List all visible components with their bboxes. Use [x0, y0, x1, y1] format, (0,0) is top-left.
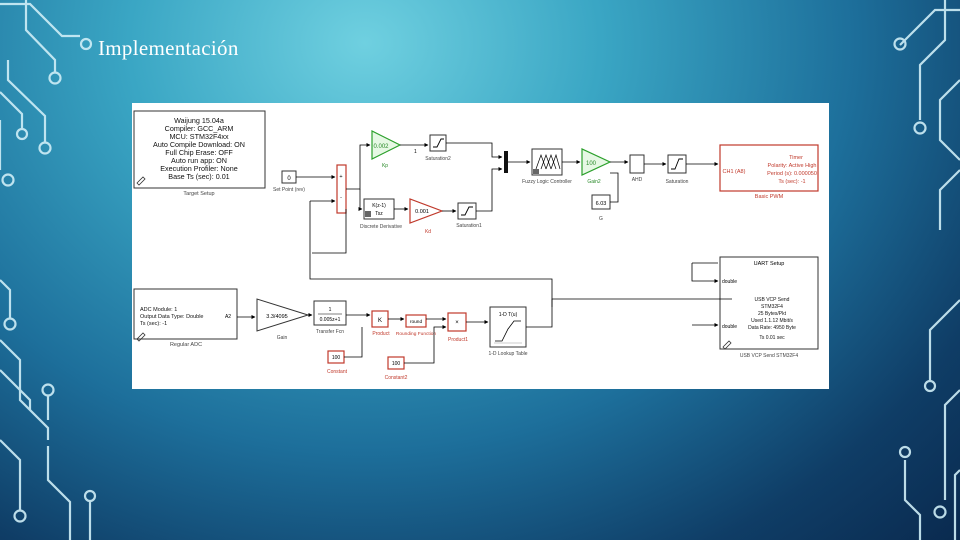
uart-port-2: double [722, 324, 737, 330]
target-setup-block[interactable]: Waijung 15.04a Compiler: GCC_ARM MCU: ST… [133, 110, 266, 189]
setpoint-caption: Set Point (rev) [273, 187, 305, 193]
product-value: K [378, 318, 382, 324]
setpoint-value: 0 [287, 176, 291, 182]
display-caption: G [599, 216, 603, 222]
adc-port: A2 [225, 314, 231, 320]
rounding-caption: Rounding Function [396, 331, 437, 337]
basic-pwm-block[interactable]: CH1 (A8) Timer Polarity: Active High Per… [719, 144, 819, 192]
simulink-model-screenshot: Waijung 15.04a Compiler: GCC_ARM MCU: ST… [132, 103, 829, 389]
saturation2-caption: Saturation2 [425, 156, 451, 162]
kd-caption: Kd [425, 229, 431, 235]
adc-gain-value: 3.3/4095 [266, 314, 287, 320]
product-caption: Product [372, 331, 390, 337]
kp-caption: Kp [382, 163, 388, 169]
deriv-line2: Tsz [375, 211, 383, 217]
product1-block[interactable]: × [447, 312, 467, 332]
info-line-1: Waijung 15.04a [174, 116, 224, 125]
pwm-line-3: Period (s): 0.000050 [767, 171, 817, 177]
info-line-6: Auto run app: ON [171, 156, 227, 165]
kp-value: 0.002 [373, 144, 389, 150]
kd-value: 0.001 [415, 209, 429, 215]
ahd-caption: AHD [632, 177, 643, 183]
slide-title: Implementación [98, 36, 239, 60]
gain2-value: 100 [586, 161, 597, 167]
constant-caption: Constant [327, 369, 348, 375]
gain2-block[interactable]: 100 [581, 148, 612, 176]
target-setup-caption: Target Setup [183, 191, 214, 197]
adc-line-3: Ts (sec): -1 [140, 321, 167, 327]
lookup-title: 1-D T(u) [499, 312, 518, 318]
gain2-caption: Gain2 [587, 179, 601, 185]
tf-den: 0.005z+1 [320, 317, 341, 323]
pencil-icon [136, 176, 146, 186]
sum-sign-minus: - [340, 195, 342, 201]
lookup-caption: 1-D Lookup Table [488, 351, 527, 357]
display-value: 6.03 [596, 201, 607, 207]
pwm-line-2: Polarity: Active High [768, 163, 817, 169]
adc-line-2: Output Data Type: Double [140, 314, 204, 320]
adc-caption: Regular ADC [170, 342, 202, 348]
uart-line-2: STM32F4 [761, 304, 783, 310]
info-line-2: Compiler: GCC_ARM [165, 124, 234, 133]
regular-adc-block[interactable]: ADC Module: 1 Output Data Type: Double T… [133, 288, 238, 342]
pwm-line-1: Timer [789, 155, 803, 161]
uart-setup-block[interactable]: UART Setup double double USB VCP Send ST… [719, 256, 819, 350]
uart-line-4: Used 1.1.12 Mbit/s [751, 318, 793, 324]
uart-line-6: Ts 0.01 sec [759, 335, 785, 341]
kp-gain-block[interactable]: 0.002 [371, 130, 402, 160]
constant2-caption: Constant2 [385, 375, 408, 381]
pwm-port: CH1 (A8) [723, 169, 746, 175]
tf-caption: Transfer Fcn [316, 329, 344, 335]
constant2-value: 100 [392, 361, 401, 367]
adc-gain-caption: Gain [277, 335, 288, 341]
transfer-fcn-block[interactable]: 1 0.005z+1 [313, 300, 347, 326]
rounding-block[interactable]: round [405, 314, 427, 328]
fuzzy-caption: Fuzzy Logic Controller [522, 179, 572, 185]
pencil-icon [136, 332, 146, 342]
info-line-4: Auto Compile Download: ON [153, 140, 245, 149]
constant-value: 100 [332, 355, 341, 361]
pwm-caption: Basic PWM [755, 194, 784, 200]
uart-caption: USB VCP Send STM32F4 [740, 353, 798, 359]
mux-block[interactable] [504, 151, 508, 173]
saturation-block[interactable] [667, 154, 687, 174]
saturation2-block[interactable] [429, 134, 447, 152]
info-line-5: Full Chip Erase: OFF [165, 148, 233, 157]
info-line-8: Base Ts (sec): 0.01 [168, 172, 229, 181]
lookup-table-block[interactable]: 1-D T(u) [489, 306, 527, 348]
fuzzy-logic-block[interactable] [531, 148, 563, 176]
deriv-line1: K(z-1) [372, 203, 386, 209]
pencil-icon [722, 340, 732, 350]
rounding-value: round [410, 319, 423, 325]
saturation1-caption: Saturation1 [456, 223, 482, 229]
constant2-block[interactable]: 100 [387, 356, 405, 370]
display-block[interactable]: 6.03 [591, 194, 611, 210]
product-block[interactable]: K [371, 310, 389, 328]
info-line-3: MCU: STM32F4xx [169, 132, 229, 141]
uart-line-1: USB VCP Send [755, 297, 790, 303]
svg-text:×: × [455, 320, 459, 326]
saturation1-block[interactable] [457, 202, 477, 220]
uart-line-3: 25 Bytes/Pkt [758, 311, 787, 317]
discrete-derivative-block[interactable]: K(z-1) Tsz [363, 198, 395, 220]
uart-title: UART Setup [754, 261, 785, 267]
inport-label: 1 [414, 149, 417, 155]
setpoint-constant-block[interactable]: 0 [281, 170, 297, 184]
info-line-7: Execution Profiler: None [160, 164, 238, 173]
sum-block[interactable]: + - [336, 164, 347, 214]
uart-line-5: Data Rate: 4950 Byte [748, 325, 796, 331]
tf-num: 1 [329, 307, 332, 313]
sum-sign-plus: + [339, 174, 342, 180]
product1-caption: Product1 [448, 337, 468, 343]
ahd-block[interactable] [629, 154, 645, 174]
kd-gain-block[interactable]: 0.001 [409, 198, 444, 224]
pwm-line-4: Ts (sec): -1 [778, 179, 805, 185]
deriv-caption: Discrete Derivative [360, 224, 402, 230]
uart-port-1: double [722, 279, 737, 285]
saturation-caption: Saturation [666, 179, 689, 185]
constant-block[interactable]: 100 [327, 350, 345, 364]
adc-gain-block[interactable]: 3.3/4095 [256, 298, 310, 332]
adc-line-1: ADC Module: 1 [140, 307, 177, 313]
